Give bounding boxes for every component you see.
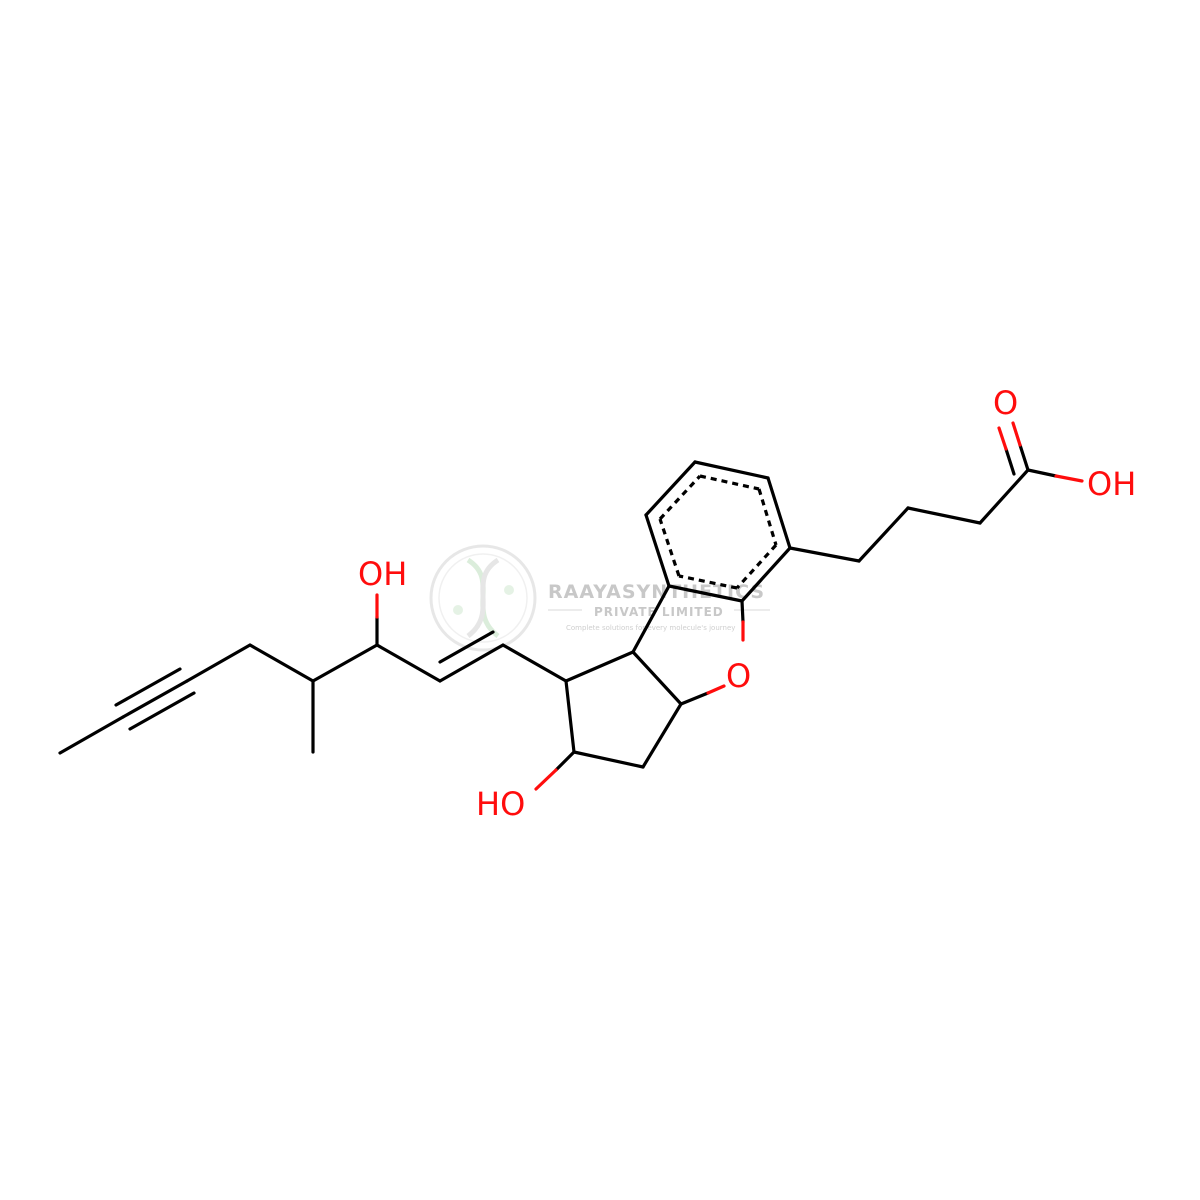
watermark-tagline: Complete solutions for every molecule's …: [566, 624, 735, 632]
watermark-logo-icon: [429, 544, 537, 652]
watermark-subtitle: PRIVATE LIMITED: [594, 605, 724, 619]
side-chain-hydroxyl-label: OH: [358, 555, 407, 593]
furan-ring: [631, 584, 745, 706]
watermark-title: RAAYASYNTHETICS: [548, 581, 765, 603]
watermark: RAAYASYNTHETICS PRIVATE LIMITED Complete…: [429, 544, 770, 652]
ring-hydroxyl-label: HO: [476, 785, 525, 823]
ring-ether-oxygen-label: O: [726, 657, 751, 695]
atom-labels: O OH O OH HO: [358, 384, 1136, 823]
side-chain: [58, 593, 568, 755]
carboxyl-hydroxyl-label: OH: [1087, 465, 1136, 503]
benzene-ring: [644, 460, 792, 603]
cyclopentane-ring: [534, 650, 683, 791]
carbonyl-oxygen-label: O: [993, 384, 1018, 422]
butanoic-acid-chain: [788, 421, 1084, 563]
